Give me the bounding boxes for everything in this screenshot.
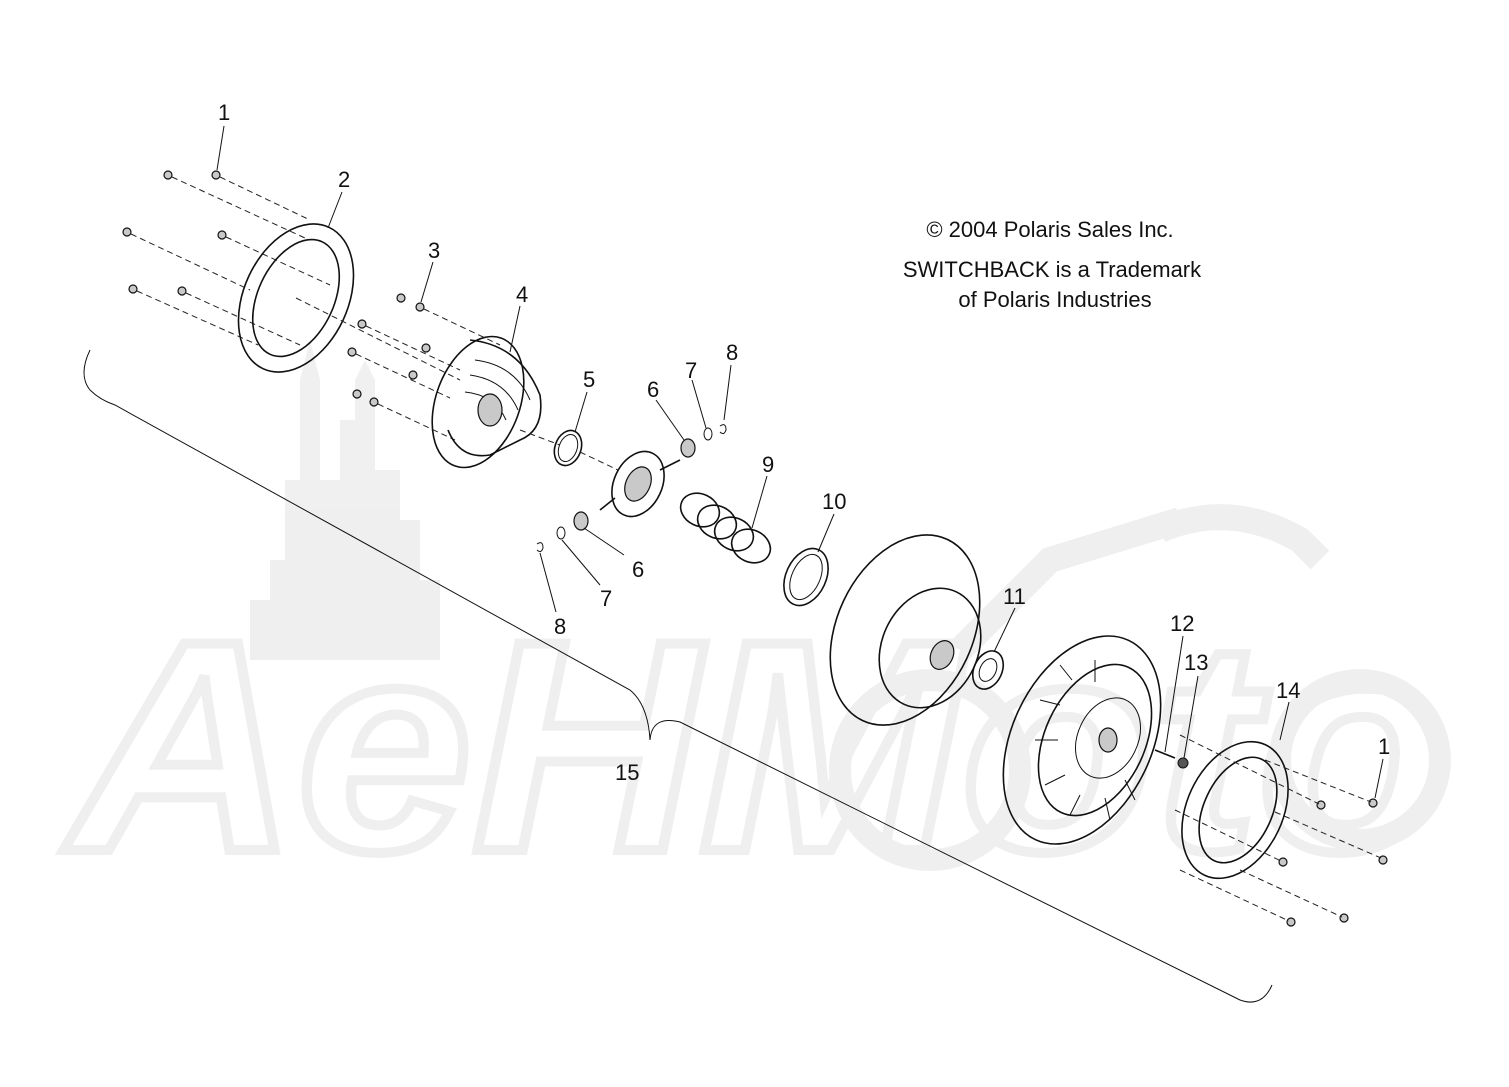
- screws-left-group: [122, 170, 331, 346]
- watermark-text: AeHMoto: [60, 578, 1450, 914]
- callout-label: 7: [685, 358, 697, 383]
- leader-lines: [216, 125, 1384, 799]
- screw-icon: [177, 286, 187, 296]
- callout-label: 3: [428, 238, 440, 263]
- copyright-text: © 2004 Polaris Sales Inc.: [926, 217, 1173, 242]
- stationary-sheave: [1002, 635, 1162, 845]
- trademark-text-line2: of Polaris Industries: [958, 287, 1151, 312]
- screws-right-group: [1174, 734, 1388, 927]
- bolt-icon: [396, 293, 406, 303]
- callout-label: 13: [1184, 650, 1208, 675]
- callout-label: 1: [1378, 734, 1390, 759]
- callout-label: 9: [762, 452, 774, 477]
- callout-label: 11: [1003, 584, 1026, 609]
- spider-assembly: [599, 450, 681, 518]
- nut-icon: [1177, 757, 1189, 769]
- roller-lower: [536, 511, 589, 553]
- bolt-icon: [421, 343, 431, 353]
- helix-housing: [431, 335, 542, 469]
- gasket-ring: [237, 223, 355, 373]
- callout-label: 6: [647, 377, 659, 402]
- bolts-group: [347, 293, 501, 441]
- assembly-bracket: [83, 349, 1273, 1003]
- spring: [679, 492, 772, 564]
- watermark: AeHMoto: [55, 340, 1455, 919]
- screw-icon: [163, 170, 173, 180]
- bolt-icon: [415, 302, 425, 312]
- retaining-ring: [553, 429, 583, 467]
- bolt-icon: [357, 319, 367, 329]
- screw-icon: [1278, 857, 1288, 867]
- bolt-icon: [369, 397, 379, 407]
- watermark-bike-frame: [950, 504, 1330, 660]
- callout-label: 5: [583, 367, 595, 392]
- screw-icon: [1286, 917, 1296, 927]
- washer: [971, 650, 1005, 690]
- callout-label: 6: [632, 557, 644, 582]
- pin: [1154, 749, 1176, 759]
- bolt-icon: [347, 347, 357, 357]
- watermark-wheel-right: [1269, 669, 1451, 851]
- screw-icon: [1316, 800, 1326, 810]
- callouts: 1 2 3 4 5 6 7 8 9 10 6 7 8 11 12 13 14 1…: [218, 100, 1390, 785]
- callout-label: 7: [600, 586, 612, 611]
- bolt-icon: [352, 389, 362, 399]
- screw-icon: [122, 227, 132, 237]
- watermark-castle: [250, 340, 440, 660]
- bolt-icon: [408, 370, 418, 380]
- callout-label: 2: [338, 167, 350, 192]
- gasket-ring-right: [1181, 740, 1289, 880]
- watermark-wheel-left: [829, 669, 1031, 871]
- callout-label: 12: [1170, 611, 1194, 636]
- callout-label: 8: [726, 340, 738, 365]
- copyright-notice: © 2004 Polaris Sales Inc. SWITCHBACK is …: [903, 217, 1202, 312]
- callout-label: 14: [1276, 678, 1300, 703]
- callout-label: 8: [554, 614, 566, 639]
- callout-label: 15: [615, 760, 639, 785]
- callout-label: 10: [822, 489, 846, 514]
- trademark-text-line1: SWITCHBACK is a Trademark: [903, 257, 1202, 282]
- screw-icon: [211, 170, 221, 180]
- screw-icon: [1339, 913, 1349, 923]
- screw-icon: [1368, 798, 1378, 808]
- callout-label: 1: [218, 100, 230, 125]
- screw-icon: [217, 230, 227, 240]
- screw-icon: [128, 284, 138, 294]
- roller-upper: [680, 424, 727, 458]
- callout-label: 4: [516, 282, 528, 307]
